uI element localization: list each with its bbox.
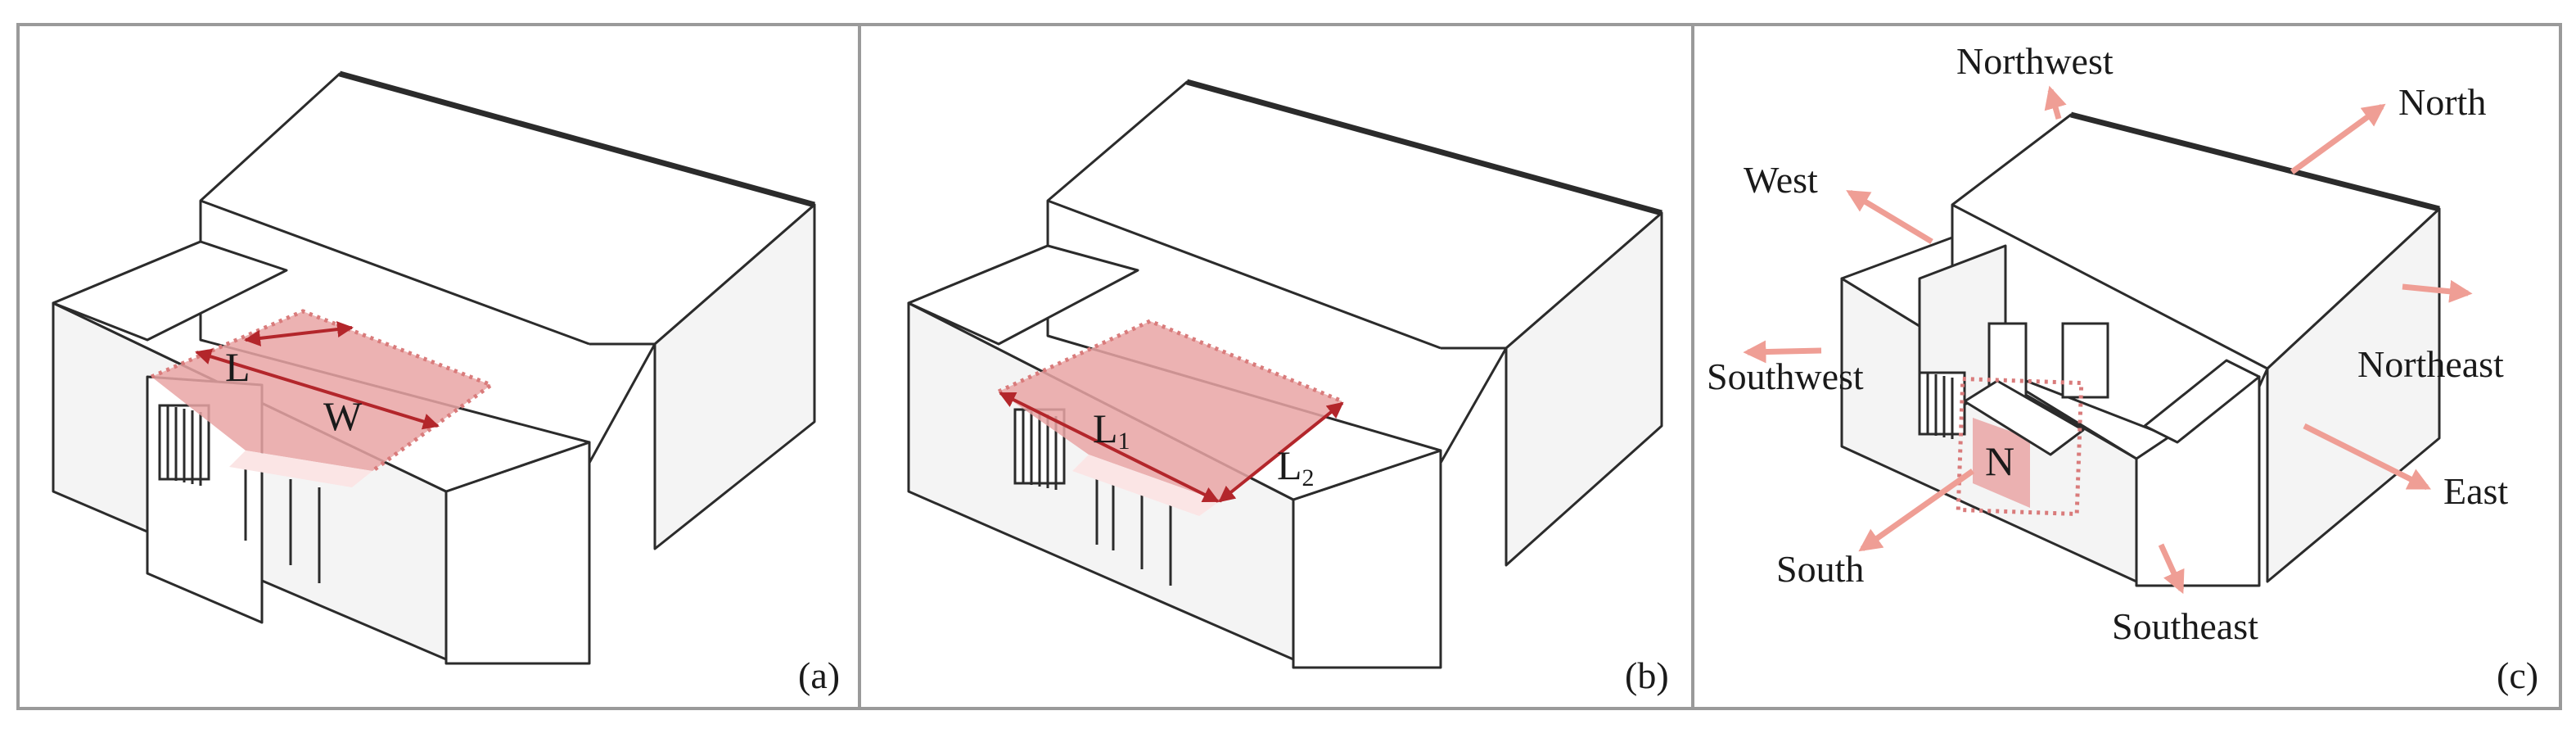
label-north: North — [2398, 81, 2486, 123]
panel-a-building — [52, 70, 816, 665]
module-n-face — [1973, 418, 2030, 508]
label-southeast: Southeast — [2112, 605, 2258, 647]
dim-label-l2: L2 — [1277, 442, 1315, 491]
arrow-north — [2290, 103, 2386, 174]
panel-label-b: (b) — [1625, 654, 1669, 696]
panel-label-a: (a) — [798, 654, 840, 696]
label-northeast: Northeast — [2357, 343, 2504, 385]
arrow-northeast — [2402, 279, 2473, 303]
panel-label-c: (c) — [2497, 654, 2538, 696]
label-northwest: Northwest — [1956, 40, 2114, 82]
label-west: West — [1744, 159, 1818, 201]
dim-arrow-w — [195, 348, 440, 430]
arrow-northwest — [2044, 85, 2067, 120]
panel-b-building — [907, 79, 1663, 669]
dim-arrow-l1 — [999, 392, 1220, 503]
label-southwest: Southwest — [1707, 355, 1864, 397]
arrow-southwest — [1743, 340, 1822, 364]
direction-arrows — [1743, 85, 2473, 595]
door — [244, 467, 321, 583]
window-grill — [158, 404, 210, 486]
dim-label-l1: L1 — [1093, 405, 1130, 455]
module-n-frame — [1956, 376, 2084, 517]
arrow-southeast — [2158, 543, 2185, 595]
arrow-west — [1846, 189, 1933, 245]
dim-label-l: L — [225, 344, 250, 390]
dim-label-w: W — [323, 393, 363, 439]
module-label-n: N — [1985, 438, 2014, 484]
window-grill — [1918, 371, 1966, 439]
panel-c-building — [1840, 111, 2441, 587]
dim-arrow-l2 — [1218, 401, 1344, 503]
dim-arrow-l — [244, 321, 354, 346]
arrow-east — [2303, 423, 2432, 491]
arrow-south — [1858, 469, 1975, 552]
label-south: South — [1776, 548, 1864, 590]
label-east: East — [2443, 470, 2508, 512]
